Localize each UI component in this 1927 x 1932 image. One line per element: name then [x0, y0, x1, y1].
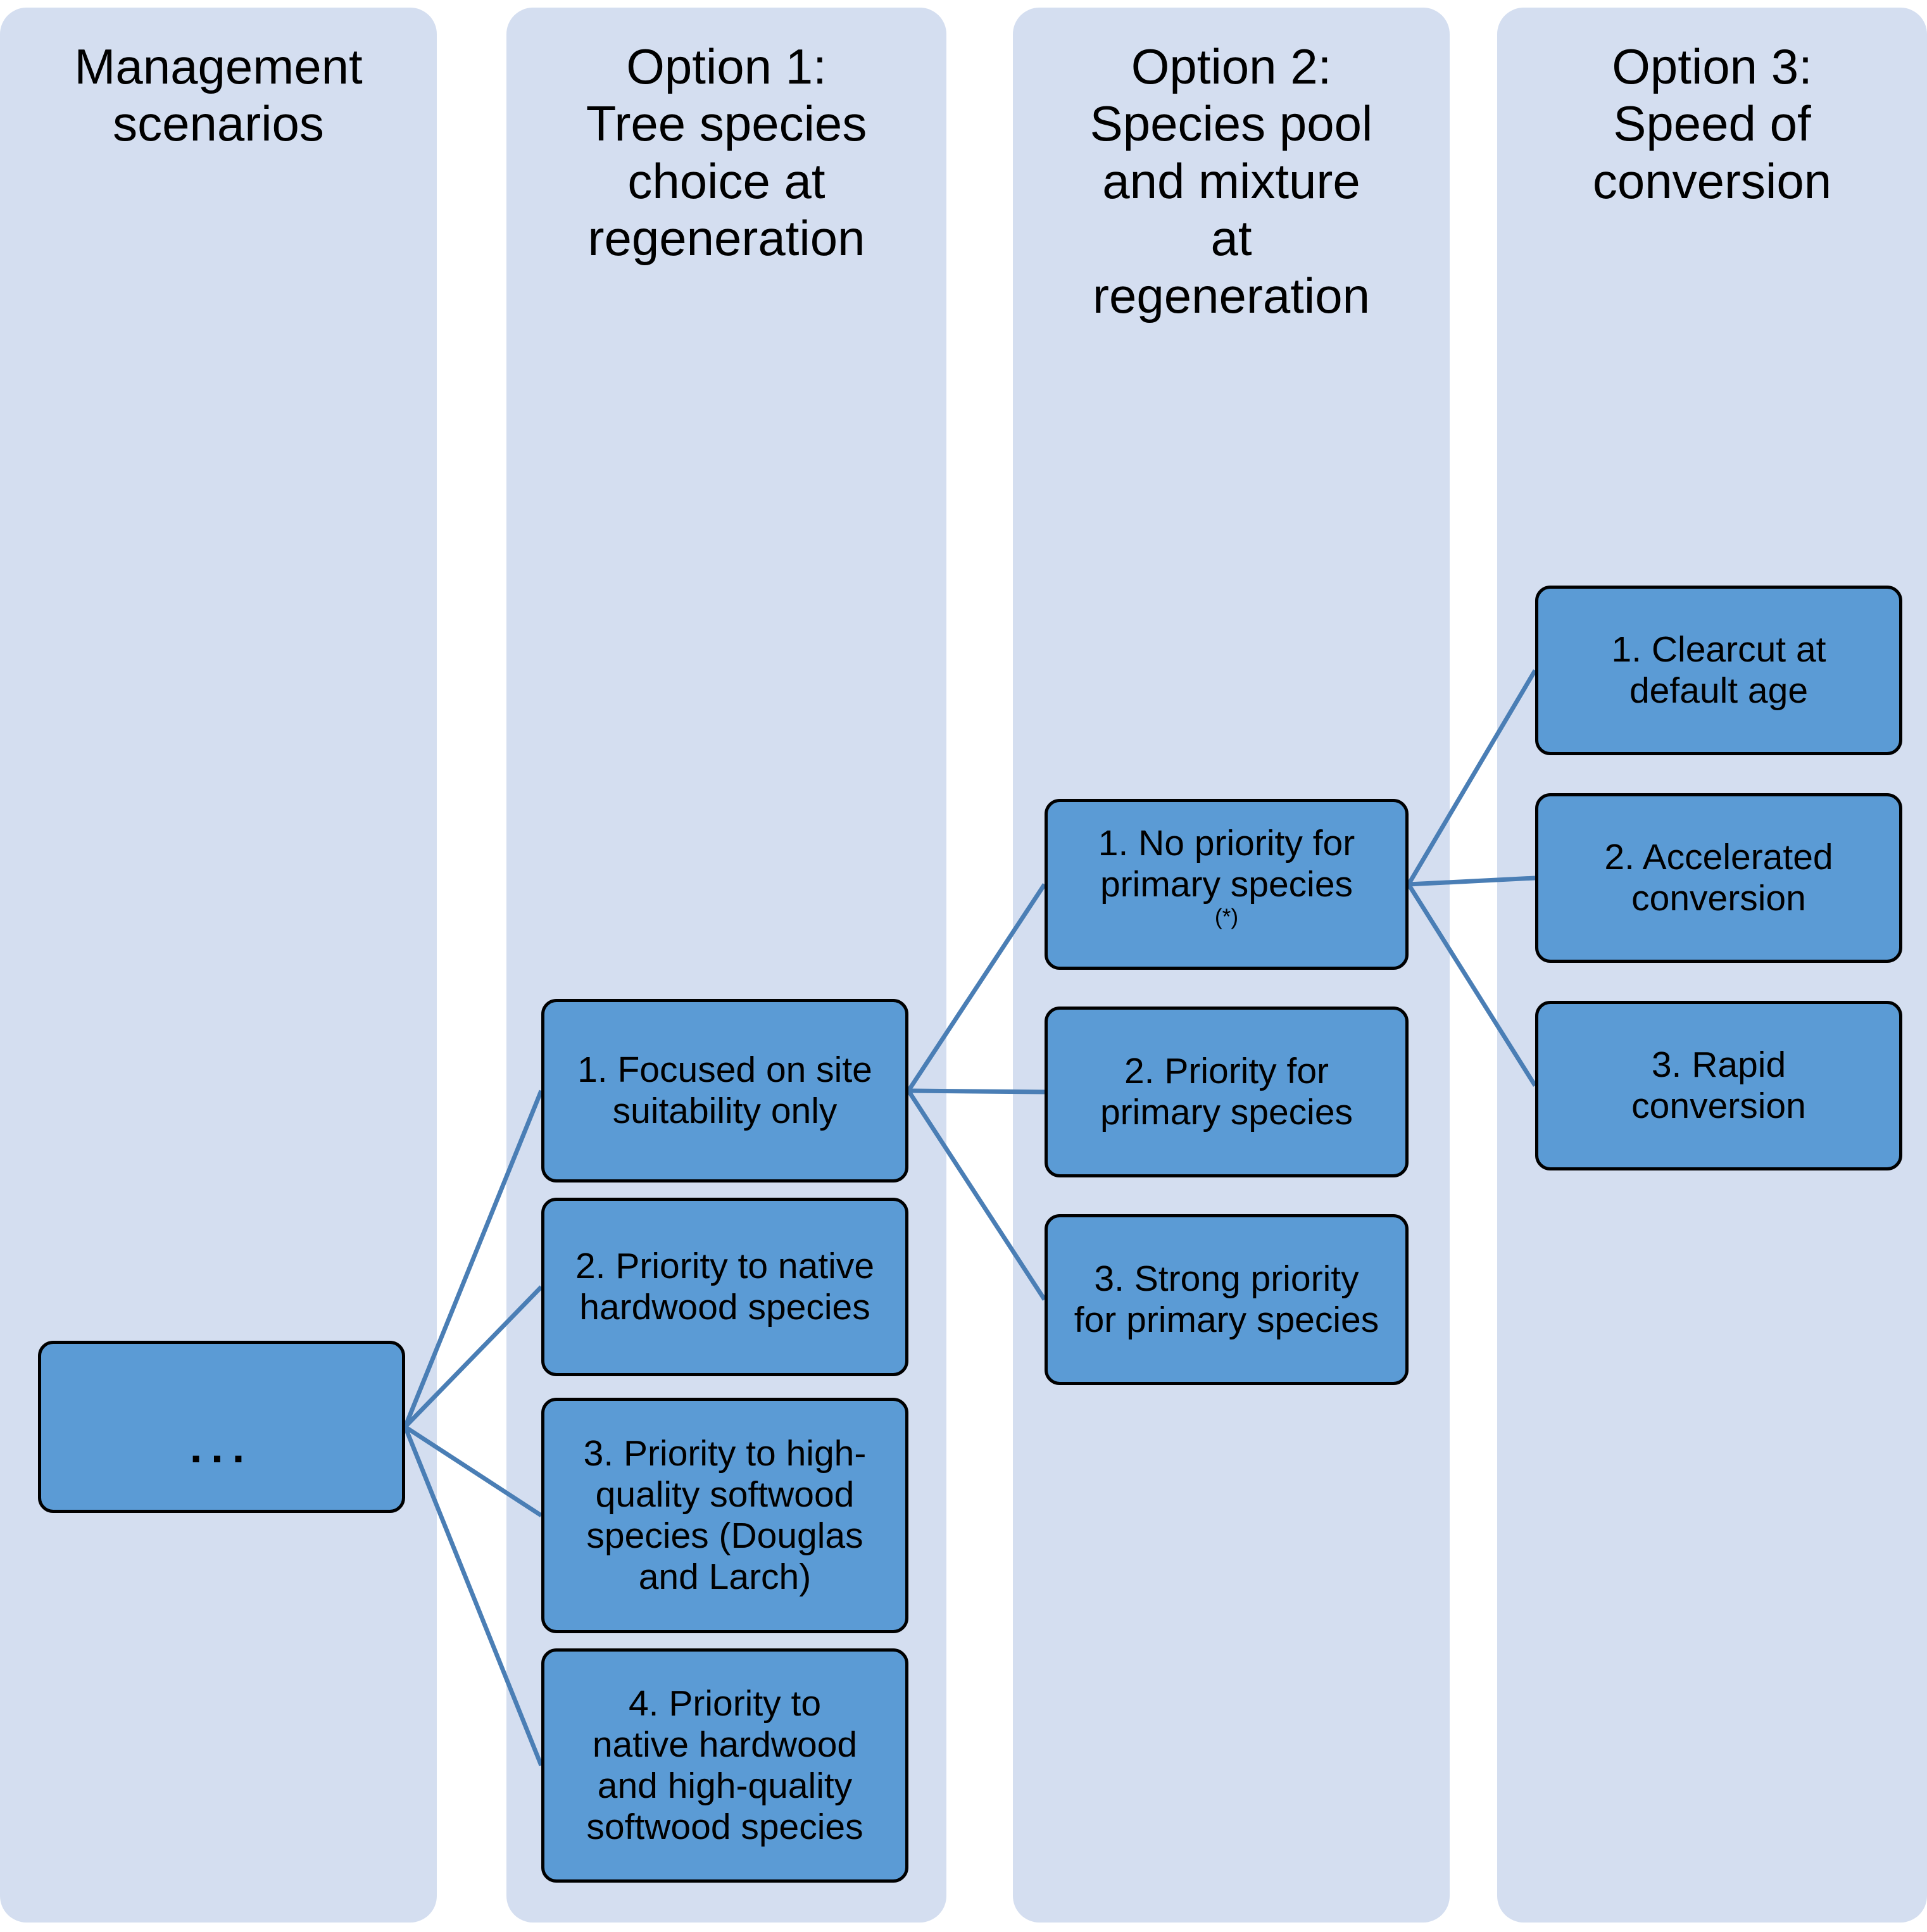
column-panel-management-scenarios: Management scenarios: [0, 8, 437, 1923]
column-title-option-3: Option 3: Speed of conversion: [1592, 39, 1832, 209]
column-title-management-scenarios: Management scenarios: [74, 39, 363, 152]
column-title-option-2: Option 2: Species pool and mixture at re…: [1089, 39, 1373, 323]
node-option2-priority-primary-species[interactable]: 2. Priority for primary species: [1045, 1007, 1409, 1177]
node-option1-priority-native-hardwood[interactable]: 2. Priority to native hardwood species: [541, 1198, 908, 1376]
node-label: 3. Priority to high- quality softwood sp…: [583, 1433, 867, 1597]
node-label: 1. No priority for primary species(*): [1098, 823, 1355, 946]
node-label-root: ...: [189, 1422, 254, 1472]
node-label: 3. Strong priority for primary species: [1074, 1258, 1379, 1340]
node-option3-rapid-conversion[interactable]: 3. Rapid conversion: [1535, 1001, 1902, 1170]
node-option1-focused-site-suitability[interactable]: 1. Focused on site suitability only: [541, 999, 908, 1182]
node-option3-accelerated-conversion[interactable]: 2. Accelerated conversion: [1535, 793, 1902, 963]
node-label: 4. Priority to native hardwood and high-…: [586, 1683, 863, 1847]
node-option1-priority-high-quality-softwood[interactable]: 3. Priority to high- quality softwood sp…: [541, 1398, 908, 1633]
column-panel-option-3: Option 3: Speed of conversion: [1497, 8, 1927, 1923]
node-label: 2. Priority for primary species: [1100, 1051, 1353, 1132]
node-label: 1. Focused on site suitability only: [577, 1050, 872, 1131]
footnote-marker: (*): [1214, 905, 1239, 930]
node-label: 2. Priority to native hardwood species: [575, 1246, 875, 1327]
node-option2-no-priority-primary-species[interactable]: 1. No priority for primary species(*): [1045, 799, 1409, 970]
column-title-option-1: Option 1: Tree species choice at regener…: [586, 39, 867, 267]
node-option3-clearcut-default-age[interactable]: 1. Clearcut at default age: [1535, 586, 1902, 755]
node-option2-strong-priority-primary-species[interactable]: 3. Strong priority for primary species: [1045, 1214, 1409, 1385]
node-label-text: 1. No priority for primary species: [1098, 822, 1355, 905]
node-label: 2. Accelerated conversion: [1604, 837, 1833, 919]
column-panel-option-1: Option 1: Tree species choice at regener…: [506, 8, 946, 1923]
node-option1-priority-hardwood-and-softwood[interactable]: 4. Priority to native hardwood and high-…: [541, 1648, 908, 1883]
node-label: 1. Clearcut at default age: [1611, 629, 1826, 711]
node-management-scenarios-root[interactable]: ...: [38, 1341, 405, 1513]
node-label: 3. Rapid conversion: [1631, 1044, 1806, 1126]
